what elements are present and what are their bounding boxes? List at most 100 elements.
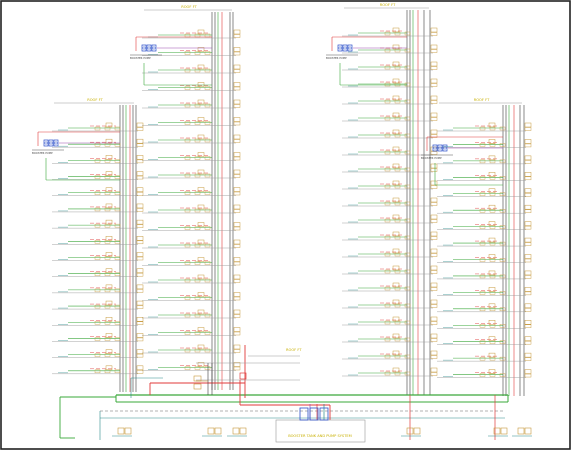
fixture-box [136, 252, 144, 257]
fixture-box [524, 237, 532, 243]
fixture-box [430, 49, 438, 53]
pump-tag: BOOSTER PUMP [421, 156, 442, 160]
fixture-box [430, 355, 438, 359]
unit-fixture [489, 143, 496, 147]
unit-fixture [94, 288, 101, 293]
pump-unit [432, 144, 438, 152]
fixture-box [136, 224, 144, 228]
fixture-box [524, 275, 532, 279]
unit-fixture [404, 167, 411, 172]
pump-unit [151, 44, 157, 52]
fixture-box [430, 129, 438, 135]
fixture-box [524, 291, 532, 296]
unit-fixture [94, 304, 101, 309]
pump-unit [347, 44, 353, 52]
fixture-box [233, 239, 241, 245]
unit-fixture [479, 307, 486, 312]
unit-fixture [499, 176, 506, 180]
unit-fixture [384, 235, 391, 240]
fixture-box [524, 270, 532, 276]
fixture-box [430, 219, 438, 223]
unit-fixture [489, 192, 496, 196]
unit-fixture [394, 167, 401, 172]
unit-fixture [479, 356, 486, 361]
fixture-box [136, 353, 144, 358]
fixture-box [430, 163, 438, 169]
unit-fixture [479, 241, 486, 246]
unit-fixture [489, 291, 496, 295]
tower-roof-label: ROOF FT [181, 5, 197, 9]
fixture-box [524, 143, 532, 148]
fixture-box [136, 127, 144, 131]
unit-fixture [404, 184, 411, 189]
unit-fixture [479, 126, 486, 131]
unit-fixture [384, 167, 391, 172]
unit-fixture [489, 176, 496, 180]
unit-fixture [384, 286, 391, 291]
fixture-box [136, 192, 144, 196]
unit-fixture [194, 121, 201, 125]
unit-fixture [394, 31, 401, 36]
unit-fixture [94, 159, 101, 163]
unit-fixture [499, 192, 506, 196]
tower-roof-label: ROOF FT [474, 98, 490, 102]
tower-4: ROOF FT BOOSTER PUMP [421, 98, 532, 396]
fixture-box [524, 254, 532, 259]
pump-unit [342, 44, 348, 52]
unit-fixture [479, 208, 486, 213]
fixture-box [524, 308, 532, 312]
unit-fixture [194, 208, 201, 213]
fixture-box [524, 320, 532, 325]
unit-fixture [499, 258, 506, 262]
fixture-box [124, 427, 132, 435]
booster-pump-icon [432, 144, 448, 152]
fixture-box [430, 367, 438, 373]
unit-fixture [204, 173, 211, 178]
unit-fixture [499, 225, 506, 229]
fixture-box [430, 372, 438, 376]
unit-fixture [489, 324, 496, 328]
fixture-box [197, 187, 205, 192]
unit-fixture [204, 68, 211, 73]
fixture-box [233, 314, 241, 318]
unit-fixture [404, 320, 411, 325]
unit-fixture [384, 320, 391, 325]
fixture-box [136, 268, 144, 273]
unit-fixture [499, 143, 506, 147]
fixture-box [430, 112, 438, 118]
unit-fixture [114, 337, 121, 341]
fixture-box [197, 222, 205, 227]
pump-impeller [443, 146, 447, 150]
fixture-box [430, 253, 438, 257]
pump-unit [146, 44, 152, 52]
unit-fixture [114, 321, 121, 325]
unit-fixture [489, 159, 496, 164]
unit-fixture [194, 68, 201, 73]
unit-fixture [404, 99, 411, 104]
unit-fixture [94, 256, 101, 260]
fixture-box [430, 32, 438, 36]
unit-fixture [404, 150, 411, 155]
pump-tag: BOOSTER PUMP [326, 56, 347, 60]
fixture-box [430, 95, 438, 101]
unit-fixture [204, 243, 211, 248]
unit-fixture [104, 207, 111, 212]
unit-fixture [94, 369, 101, 374]
unit-fixture [204, 366, 211, 370]
booster-pump-icon [141, 44, 157, 52]
fixture-box [524, 221, 532, 226]
fixture-box [233, 82, 241, 87]
unit-fixture [114, 288, 121, 293]
unit-fixture [184, 138, 191, 143]
fixture-box [136, 317, 144, 322]
unit-fixture [479, 176, 486, 180]
fixture-box [430, 185, 438, 189]
pump-unit [141, 44, 147, 52]
fixture-box [524, 352, 532, 358]
fixture-box [197, 309, 205, 315]
unit-fixture [194, 313, 201, 318]
unit-fixture [404, 252, 411, 257]
unit-fixture [479, 192, 486, 196]
unit-fixture [394, 99, 401, 104]
fixture-box [136, 159, 144, 164]
